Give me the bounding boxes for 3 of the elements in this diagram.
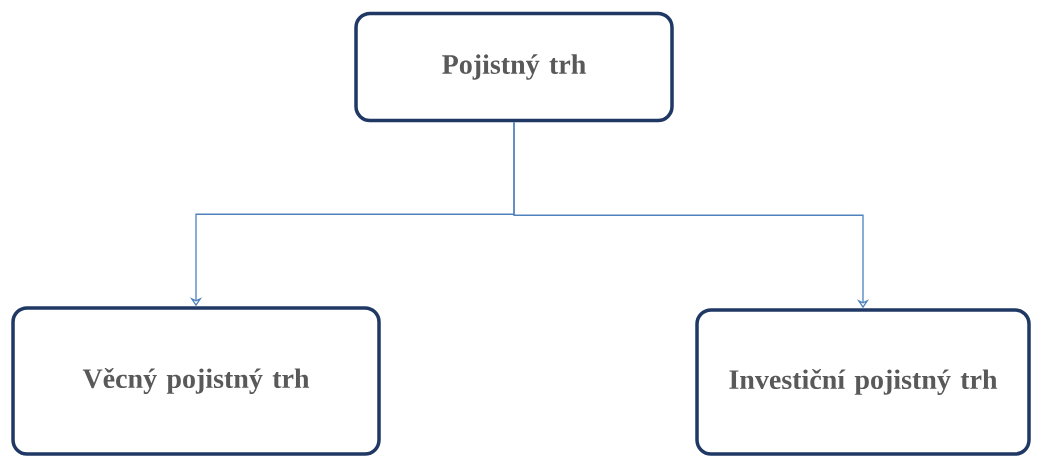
- box: Pojistný trh: [354, 11, 674, 123]
- box: Investiční pojistný trh: [695, 308, 1031, 456]
- box: Věcný pojistný trh: [11, 306, 381, 456]
